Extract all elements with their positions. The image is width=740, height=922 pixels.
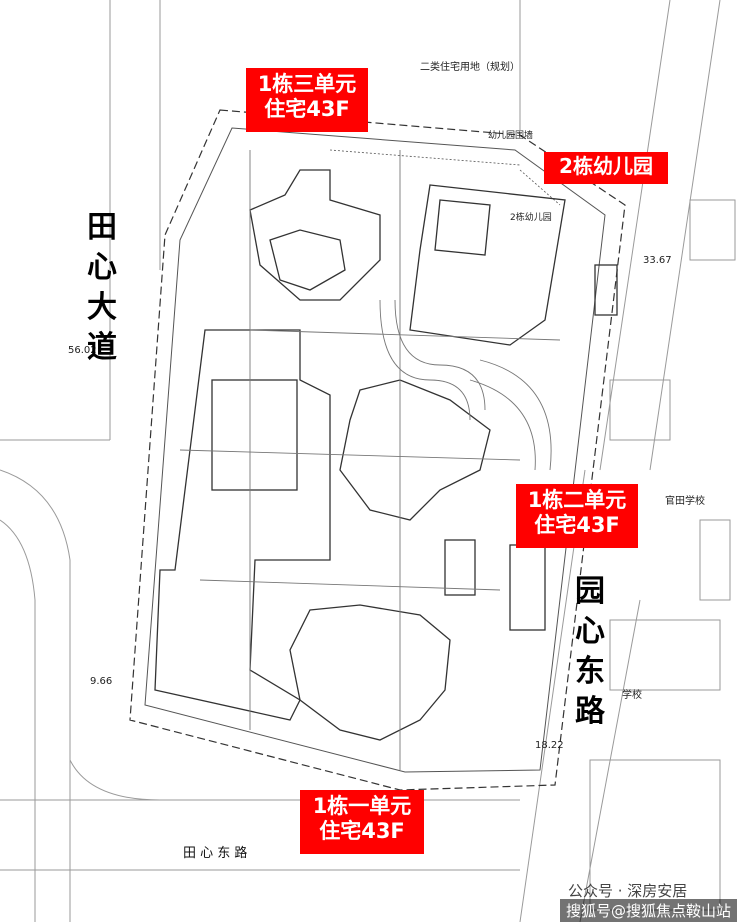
road-char: 园 (575, 574, 605, 609)
building-right-3 (699, 519, 731, 601)
side-building (509, 544, 546, 631)
road-char: 大 (87, 290, 117, 325)
road-edge-right-2 (649, 0, 721, 471)
label-line: 1栋三单元 (257, 72, 357, 96)
road-char: 道 (87, 330, 117, 365)
guantian-school-text: 官田学校 (665, 496, 705, 507)
grid-1 (249, 329, 561, 341)
curve-bottom-left (69, 759, 161, 801)
site-boundary (129, 109, 626, 791)
road-char: 心 (575, 614, 605, 649)
kindergarten-block-text: 2栋幼儿园 (510, 213, 552, 223)
school-text: 学校 (622, 690, 642, 701)
watermark-sohu: 搜狐号@搜狐焦点鞍山站 (560, 899, 738, 922)
tower-b1u1 (289, 604, 451, 741)
road-edge-right-1 (599, 0, 671, 471)
podium-left (154, 329, 331, 721)
site-inner-boundary (144, 127, 606, 773)
label-line: 住宅43F (319, 818, 405, 843)
landscape-curve-2 (469, 379, 536, 471)
kindergarten-note-text: 幼儿园围墙 (488, 131, 534, 141)
road-yuanxin-east: 园 心 东 路 (570, 572, 610, 732)
elevation-56-text: 56.02 (68, 345, 97, 356)
elevation-33-text: 33.67 (643, 255, 672, 266)
tower-b1u3 (249, 169, 381, 301)
label-building-1-unit-3: 1栋三单元 住宅43F (246, 68, 368, 132)
label-building-1-unit-1: 1栋一单元 住宅43F (300, 790, 424, 854)
grid-2 (179, 449, 521, 461)
label-line: 住宅43F (534, 512, 620, 537)
label-line: 1栋二单元 (527, 488, 627, 512)
road-char: 东 (575, 654, 605, 689)
tower-b1u2 (339, 379, 491, 521)
label-line: 住宅43F (264, 96, 350, 121)
retail-block (211, 379, 298, 491)
road-char: 路 (575, 694, 605, 729)
elevation-9-text: 9.66 (90, 676, 113, 687)
building-right-1 (689, 199, 736, 261)
fence-hatch (329, 149, 521, 166)
label-building-1-unit-2: 1栋二单元 住宅43F (516, 484, 638, 548)
tower-b1u3-inner (269, 229, 346, 291)
watermark-wechat: 公众号 · 深房安居 (568, 882, 688, 900)
road-char: 心 (87, 250, 117, 285)
elevation-18-text: 18.22 (535, 740, 564, 751)
building-right-2 (609, 619, 721, 691)
building-right-5 (609, 379, 671, 441)
ramp-curve-1 (379, 299, 471, 421)
curb-left-2 (0, 519, 36, 922)
curb-left (0, 469, 71, 922)
ramp-curve-2 (394, 299, 486, 411)
landscape-curve-1 (479, 359, 552, 471)
small-right (594, 264, 618, 316)
road-tianxin-east: 田 心 东 路 (183, 846, 248, 861)
residential-land-text: 二类住宅用地（规划） (420, 62, 520, 73)
road-char: 田 (87, 210, 117, 245)
label-line: 2栋幼儿园 (559, 154, 653, 178)
label-line: 1栋一单元 (312, 794, 412, 818)
label-building-2-kindergarten: 2栋幼儿园 (544, 152, 668, 184)
grid-3 (199, 579, 501, 591)
kindergarten-inner (434, 199, 491, 256)
road-tianxin-avenue: 田 心 大 道 (82, 208, 122, 368)
kindergarten-block (409, 184, 566, 346)
parking-entry (444, 539, 476, 596)
fence-hatch-2 (519, 169, 561, 206)
